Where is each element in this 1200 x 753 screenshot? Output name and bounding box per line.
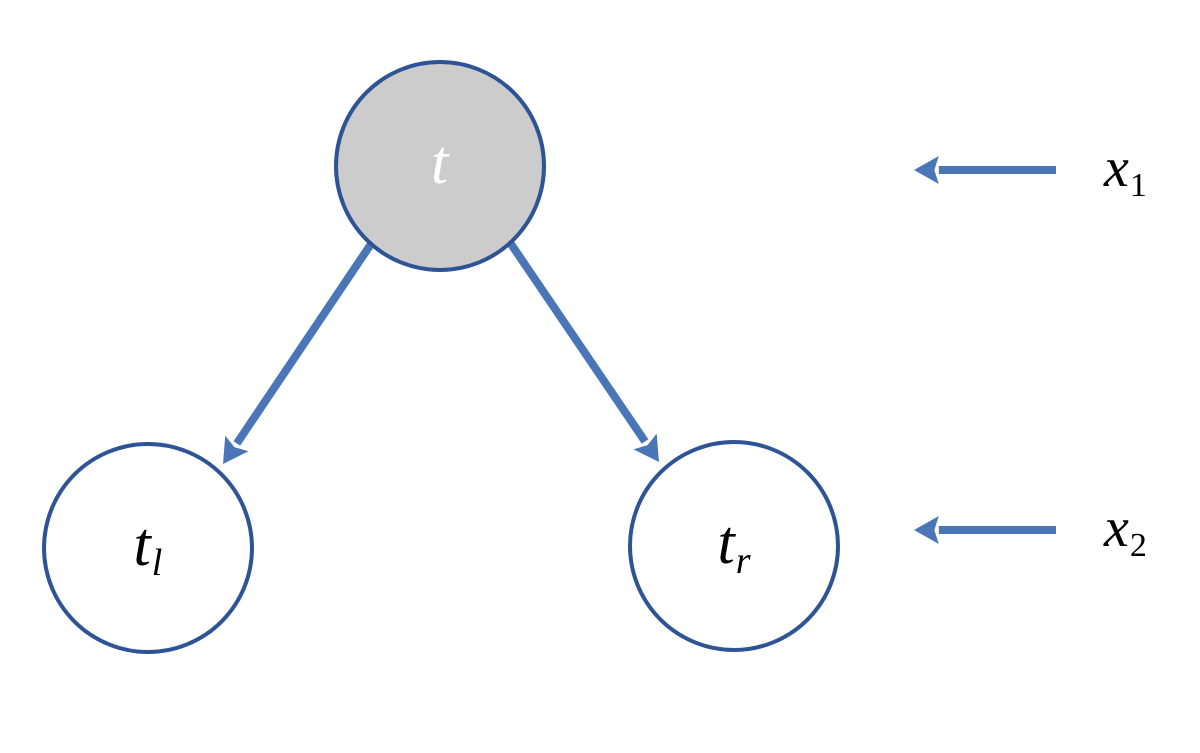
node-left-child-label-subscript: l [151,542,163,585]
feature-label-x2-subscript: 2 [1129,527,1147,565]
node-left-child-circle[interactable] [42,442,254,654]
tree-nodes-group [42,60,840,654]
feature-label-x1-subscript: 1 [1129,167,1147,205]
node-right-child-label: tr [718,512,751,581]
feature-arrow-x1-arrowhead [914,156,939,184]
feature-label-x2: x2 [1104,500,1147,563]
node-left-child-label-base: t [133,510,151,579]
edge-root-to-left [223,241,375,464]
node-right-child-label-subscript: r [735,540,751,583]
feature-arrow-x2-arrowhead [914,516,939,544]
edge-root-to-left-arrowhead [223,435,249,464]
feature-arrow-x2 [914,516,1056,544]
node-right-child-circle[interactable] [628,440,840,652]
edge-root-to-left-line [233,241,375,446]
edge-root-to-right-arrowhead [633,433,659,462]
feature-arrow-x1 [914,156,1056,184]
node-root-circle[interactable] [334,60,546,272]
feature-label-x1-base: x [1104,137,1129,199]
feature-arrows-group [914,156,1056,544]
node-root-label-base: t [431,128,449,197]
edge-root-to-right-line [507,241,649,444]
tree-edges-group [223,241,659,464]
feature-label-x1: x1 [1104,140,1147,203]
feature-label-x2-base: x [1104,497,1129,559]
edge-root-to-right [507,241,659,462]
node-root-label: t [431,132,449,201]
node-right-child-label-base: t [717,508,735,577]
node-left-child-label: tl [134,514,163,583]
